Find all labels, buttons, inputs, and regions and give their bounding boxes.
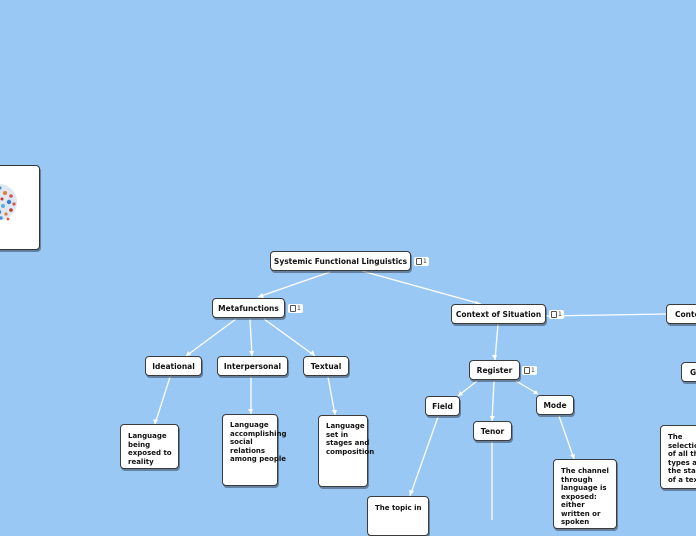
- note-badge-register[interactable]: 1: [522, 366, 537, 375]
- node-genre-description[interactable]: The selection of all the types and the s…: [660, 425, 696, 489]
- edge-mode-desc: [559, 416, 574, 459]
- edge-textual-desc: [328, 377, 335, 415]
- edge-context-context2: [546, 314, 666, 316]
- node-tenor[interactable]: Tenor: [473, 421, 512, 441]
- edge-field-desc: [410, 417, 438, 496]
- edge-ideational-desc: [155, 377, 170, 424]
- node-mode-description[interactable]: The channel through language is exposed:…: [553, 459, 617, 529]
- node-register[interactable]: Register: [469, 360, 520, 380]
- node-field-description[interactable]: The topic in: [367, 496, 429, 536]
- edge-meta-textual: [264, 319, 315, 356]
- note-icon: [524, 367, 530, 374]
- note-icon: [416, 258, 422, 265]
- node-root[interactable]: Systemic Functional Linguistics: [270, 251, 411, 271]
- node-metafunctions[interactable]: Metafunctions: [212, 298, 285, 318]
- edge-root-context: [362, 271, 481, 304]
- note-badge-root[interactable]: 1: [414, 257, 429, 266]
- edge-context-register: [495, 324, 498, 360]
- word-cloud-image-icon[interactable]: [0, 165, 40, 250]
- node-interpersonal[interactable]: Interpersonal: [217, 356, 288, 376]
- node-ideational[interactable]: Ideational: [145, 356, 202, 376]
- node-interpersonal-description[interactable]: Language accomplishing social relations …: [222, 414, 278, 486]
- note-icon: [551, 311, 557, 318]
- edge-root-metafunctions: [258, 272, 330, 297]
- edge-meta-ideational: [186, 319, 236, 356]
- word-cloud-graphic: [0, 166, 40, 250]
- node-genre-partial[interactable]: G: [681, 362, 696, 382]
- edge-meta-interpersonal: [250, 319, 252, 356]
- edge-register-tenor: [492, 381, 494, 421]
- node-context-of-situation[interactable]: Context of Situation: [451, 304, 546, 324]
- node-field[interactable]: Field: [425, 396, 460, 416]
- node-context-partial[interactable]: Conte: [666, 304, 696, 324]
- note-icon: [290, 305, 296, 312]
- node-ideational-description[interactable]: Language being exposed to reality: [120, 424, 179, 469]
- node-textual[interactable]: Textual: [303, 356, 349, 376]
- note-badge-context-of-situation[interactable]: 1: [549, 310, 564, 319]
- node-mode[interactable]: Mode: [536, 395, 574, 415]
- note-badge-metafunctions[interactable]: 1: [288, 304, 303, 313]
- node-textual-description[interactable]: Language set in stages and composition: [318, 415, 368, 487]
